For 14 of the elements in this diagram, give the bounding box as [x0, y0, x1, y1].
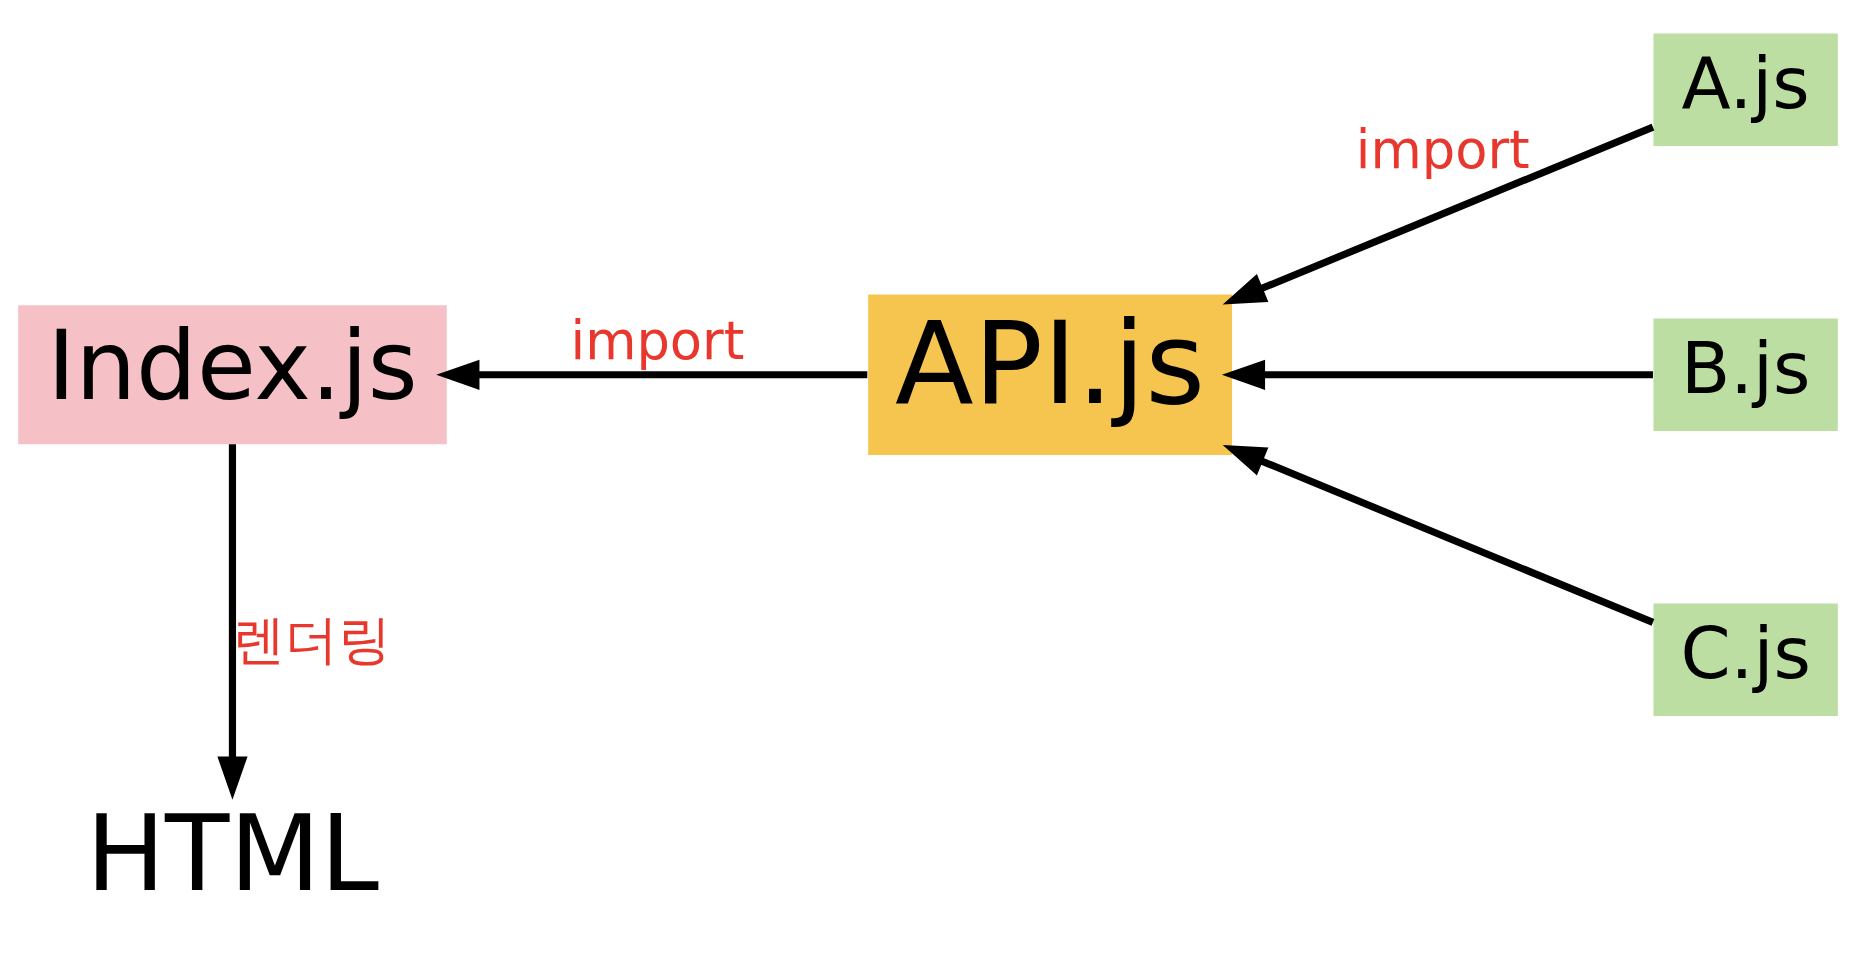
arrow	[1221, 359, 1653, 390]
node-box: A.js	[1653, 33, 1838, 146]
arrow	[1222, 123, 1655, 305]
arrow	[217, 443, 248, 800]
node-text: HTML	[85, 791, 380, 915]
edge-label: 렌더링	[231, 608, 391, 670]
edge-label: import	[1355, 118, 1530, 180]
node-box: C.js	[1653, 602, 1838, 716]
node-box: API.js	[868, 294, 1233, 455]
node-box: B.js	[1653, 318, 1838, 431]
arrow	[1222, 444, 1655, 626]
node-box: Index.js	[18, 304, 447, 444]
edge-label: import	[570, 309, 745, 371]
arrow	[436, 359, 868, 390]
